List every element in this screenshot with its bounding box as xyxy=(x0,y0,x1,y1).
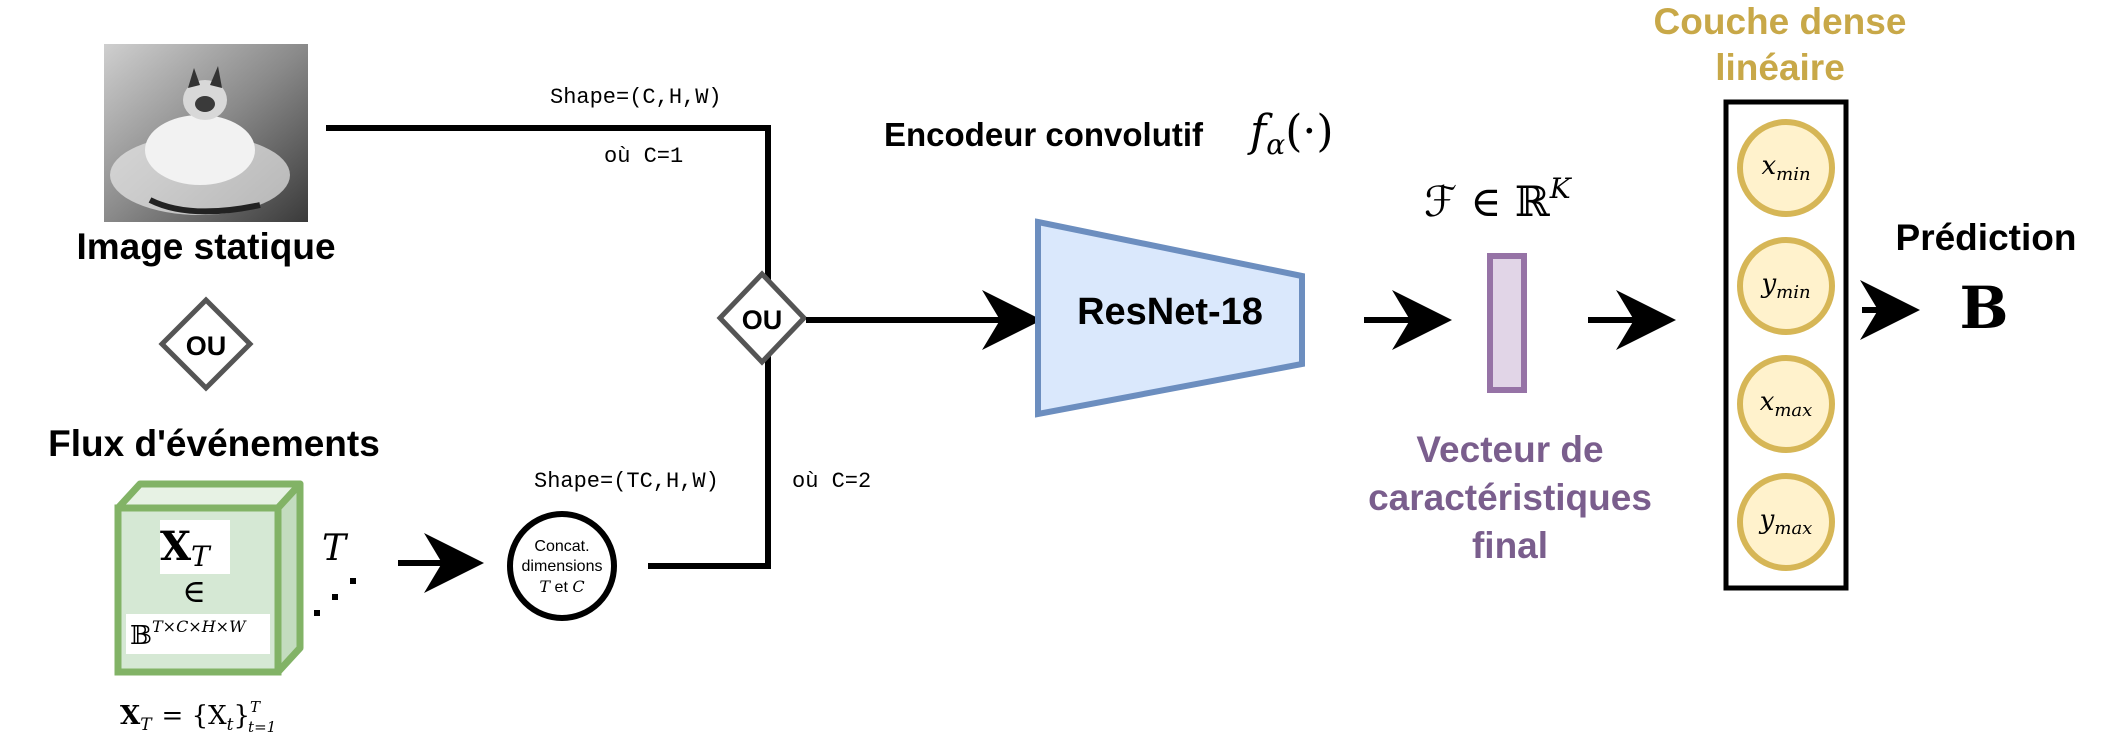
svg-text:XT: XT xyxy=(160,523,212,573)
neuron-label-x-max: xmax xyxy=(1760,387,1813,421)
where-bottom: où C=2 xyxy=(792,469,871,494)
svg-text:ℱ ∈ ℝK: ℱ ∈ ℝK xyxy=(1424,172,1573,226)
event-stream-label: Flux d'événements xyxy=(48,423,380,464)
static-image-label: Image statique xyxy=(76,226,335,267)
tensor-def-sup: T xyxy=(250,698,261,716)
neuron-x-max xyxy=(1737,355,1835,453)
concat-node: Concat. dimensions T et C xyxy=(507,511,617,621)
static-image xyxy=(104,44,308,222)
dense-title-line1: Couche dense xyxy=(1654,1,1907,42)
svg-text:fα(·): fα(·) xyxy=(1247,106,1334,161)
or-label-left: OU xyxy=(186,331,227,361)
concat-line1: Concat. xyxy=(534,538,589,555)
or-label-center: OU xyxy=(742,305,783,335)
tensor-space-exp: T×C×H×W xyxy=(152,617,247,636)
svg-text:T et C: T et C xyxy=(539,577,584,596)
encoder-func-args: (·) xyxy=(1285,106,1333,157)
dense-neurons: xmin ymin xmax ymax xyxy=(1737,119,1835,571)
tensor-subscript: T xyxy=(191,540,212,573)
neuron-y-max xyxy=(1737,473,1835,571)
event-tensor-cube xyxy=(114,480,304,676)
neuron-label-x-min: xmin xyxy=(1761,151,1810,185)
dense-title-line2: linéaire xyxy=(1715,47,1845,88)
tensor-def-lhs-sub: T xyxy=(140,715,153,732)
feature-caption-line3: final xyxy=(1472,525,1548,566)
route-top xyxy=(326,125,771,284)
or-diamond-center: OU xyxy=(716,270,808,366)
encoder-func-sub: α xyxy=(1266,128,1285,161)
concat-line3-c: C xyxy=(572,577,584,596)
tensor-in-symbol: ∈ xyxy=(182,572,206,610)
tensor-name: X xyxy=(160,523,191,570)
neuron-label-y-min: ymin xyxy=(1760,269,1810,303)
svg-text:𝔹T×C×H×W: 𝔹T×C×H×W xyxy=(130,617,247,651)
concat-line3-a: T xyxy=(539,577,551,596)
tensor-def-close: } xyxy=(233,701,250,731)
concat-line2: dimensions xyxy=(522,558,603,575)
neuron-y-min xyxy=(1737,237,1835,335)
tensor-def-rhs-sub: t xyxy=(227,715,234,732)
prediction-title: Prédiction xyxy=(1896,217,2077,258)
neuron-x-min xyxy=(1737,119,1835,217)
svg-text:XT= {Xt}Tt=1: XT= {Xt}Tt=1 xyxy=(120,698,276,732)
depth-label: T xyxy=(322,528,349,569)
depth-ellipsis xyxy=(314,578,356,616)
resnet-label: ResNet-18 xyxy=(1077,291,1263,333)
concat-line3-b: et xyxy=(550,579,572,596)
prediction-symbol: B xyxy=(1959,274,2008,342)
encoder-title: Encodeur convolutif xyxy=(884,116,1204,153)
resnet-block: ResNet-18 xyxy=(1035,218,1305,418)
feature-symbol: ℱ ∈ ℝ xyxy=(1424,177,1551,226)
feature-caption-line2: caractéristiques xyxy=(1368,477,1652,518)
tensor-space: 𝔹 xyxy=(130,621,152,651)
shape-bottom: Shape=(TC,H,W) xyxy=(534,469,719,494)
or-diamond-left: OU xyxy=(158,296,254,392)
shape-top: Shape=(C,H,W) xyxy=(550,85,722,110)
tensor-def-rhs: = {X xyxy=(162,701,228,731)
feature-vector xyxy=(1487,253,1527,393)
tensor-def-lhs: X xyxy=(120,701,141,731)
neuron-label-y-max: ymax xyxy=(1759,505,1813,539)
where-top: où C=1 xyxy=(604,144,683,169)
tensor-def-sub2: t=1 xyxy=(248,718,276,732)
route-bottom xyxy=(648,352,771,569)
feature-symbol-exp: K xyxy=(1549,172,1573,205)
feature-caption-line1: Vecteur de xyxy=(1416,429,1603,470)
